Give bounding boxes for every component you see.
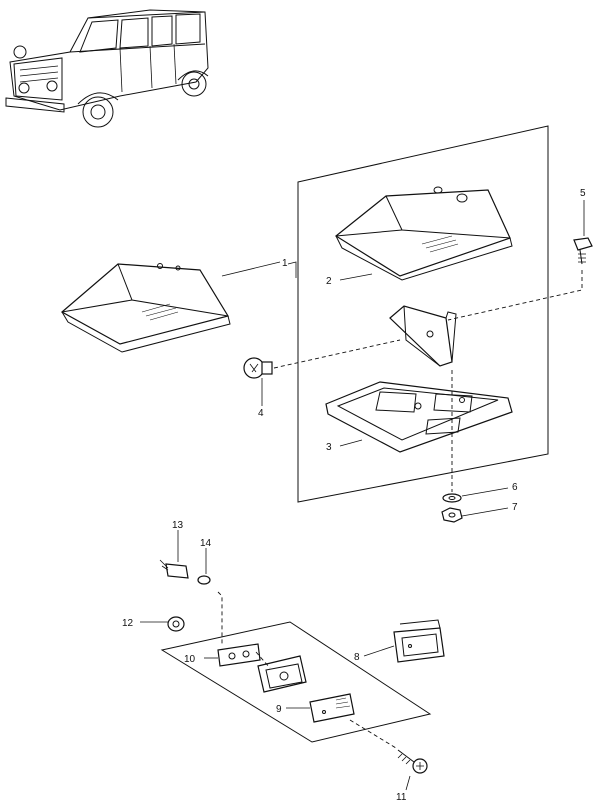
callout-11: 11 — [396, 792, 407, 803]
nut-part-7 — [441, 507, 463, 523]
base-plate-part-3 — [325, 381, 513, 453]
assembly-line — [217, 591, 223, 646]
washer-part-6 — [442, 493, 462, 503]
callout-8: 8 — [354, 652, 360, 663]
lamp-cover-part-2 — [334, 186, 513, 281]
callout-7: 7 — [512, 502, 518, 513]
callout-10: 10 — [184, 654, 196, 665]
callout-6: 6 — [512, 482, 518, 493]
assembly-line — [273, 339, 401, 369]
callout-14: 14 — [200, 538, 212, 549]
leader-lines — [140, 200, 585, 791]
side-marker-lamp-part-8 — [393, 619, 445, 663]
lamp-housing — [257, 655, 307, 693]
assembly-panel-lower — [160, 621, 432, 743]
vehicle-illustration — [5, 9, 209, 128]
lamp-holder-part-10 — [217, 643, 261, 667]
assembly-panel-upper — [297, 125, 549, 503]
lens-part-9 — [309, 693, 355, 723]
screw-part-5 — [573, 237, 593, 265]
callout-2: 2 — [326, 276, 332, 287]
bulb-socket-part-13 — [159, 559, 189, 579]
callout-4: 4 — [258, 408, 264, 419]
lamp-cover-part-1 — [60, 263, 231, 353]
bulb-part-4 — [243, 357, 273, 379]
grommet-part-12 — [167, 616, 185, 632]
small-bulb-part-14 — [197, 575, 211, 585]
callout-13: 13 — [172, 520, 184, 531]
assembly-line — [349, 719, 397, 749]
callout-5: 5 — [580, 188, 586, 199]
callout-12: 12 — [122, 618, 134, 629]
screw-part-11 — [397, 749, 428, 774]
callout-9: 9 — [276, 704, 282, 715]
callout-3: 3 — [326, 442, 332, 453]
assembly-line — [447, 270, 583, 321]
bulb-holder-bracket — [389, 305, 457, 367]
callout-1: 1 — [282, 258, 288, 269]
assembly-line — [255, 651, 271, 669]
